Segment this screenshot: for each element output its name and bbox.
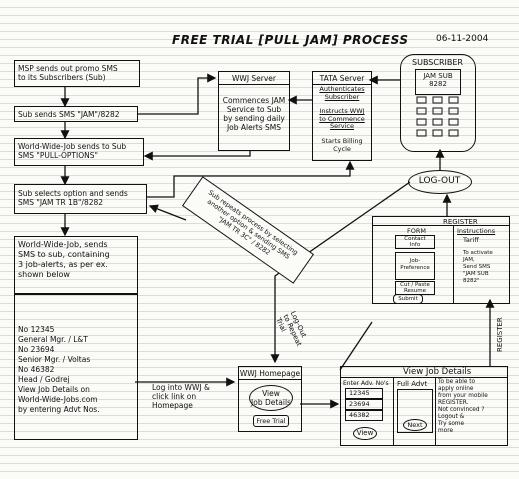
phone-keypad-icon bbox=[416, 96, 459, 137]
phone-screen-text: JAM SUB 8282 bbox=[423, 72, 453, 88]
arrow-view-logout bbox=[339, 321, 373, 371]
wwj-server-body: Commences JAM Service to Sub by sending … bbox=[222, 96, 286, 132]
job-preference-field[interactable]: Job- Preference bbox=[395, 252, 435, 280]
register-note: To be able to apply online from your mob… bbox=[438, 379, 488, 434]
flow-step-6-7: No 12345 General Mgr. / L&T No 23694 Sen… bbox=[14, 294, 138, 440]
view-job-details-window: View Job Details Enter Adv. No's 12345 2… bbox=[340, 366, 508, 446]
form-label: FORM bbox=[407, 227, 426, 235]
date-label: 06-11-2004 bbox=[436, 34, 489, 44]
flow-step-2: Sub sends SMS "JAM"/8282 bbox=[14, 106, 138, 122]
flow-step-4: Sub selects option and sends SMS "JAM TR… bbox=[14, 184, 147, 214]
arrow-logout-homepage bbox=[270, 181, 411, 364]
logout-label: LOG-OUT bbox=[418, 176, 461, 186]
flow-step-6-text: No 12345 General Mgr. / L&T No 23694 Sen… bbox=[18, 325, 91, 384]
tata-server-box: TATA Server Authenticates Subscriber Ins… bbox=[312, 71, 372, 161]
flow-step-1: MSP sends out promo SMS to its Subscribe… bbox=[14, 60, 140, 87]
arrow-step4-tata bbox=[147, 160, 355, 198]
free-trial-badge[interactable]: Free Trial bbox=[253, 415, 289, 427]
flow-step-3: World-Wide-Job sends to Sub SMS "PULL-OP… bbox=[14, 138, 144, 166]
view-job-details-link[interactable]: View Job Details bbox=[249, 385, 293, 411]
full-advt-label: Full Advt bbox=[397, 380, 428, 388]
subscriber-title: SUBSCRIBER bbox=[412, 58, 463, 67]
arrow-wwj-step3 bbox=[143, 150, 251, 161]
logout-oval[interactable]: LOG-OUT bbox=[408, 170, 472, 194]
advt-no-field-1[interactable]: 12345 bbox=[345, 388, 383, 399]
flow-step-1-text: MSP sends out promo SMS to its Subscribe… bbox=[18, 64, 118, 82]
subscriber-phone: SUBSCRIBER JAM SUB 8282 bbox=[400, 54, 476, 152]
phone-screen: JAM SUB 8282 bbox=[415, 69, 461, 95]
tariff-label: Tariff bbox=[463, 236, 479, 244]
instructions-label: Instructions bbox=[457, 227, 496, 235]
flow-step-3-text: World-Wide-Job sends to Sub SMS "PULL-OP… bbox=[18, 142, 127, 160]
resume-field[interactable]: Cut / Paste Resume bbox=[395, 281, 435, 295]
flow-step-2-text: Sub sends SMS "JAM"/8282 bbox=[18, 110, 120, 119]
homepage-title: WWJ Homepage bbox=[239, 369, 301, 378]
next-button[interactable]: Next bbox=[403, 419, 427, 431]
register-panel: REGISTER FORM Contact Info Job- Preferen… bbox=[372, 216, 510, 304]
wwj-server-box: WWJ Server Commences JAM Service to Sub … bbox=[218, 71, 290, 151]
flow-step-5: World-Wide-Job, sends SMS to sub, contai… bbox=[14, 236, 138, 294]
wwj-server-title: WWJ Server bbox=[231, 74, 277, 83]
submit-button[interactable]: Submit bbox=[393, 294, 423, 304]
arrow-diagonal-step4 bbox=[148, 204, 187, 221]
enter-advt-label: Enter Adv. No's bbox=[343, 380, 389, 387]
contact-info-field[interactable]: Contact Info bbox=[395, 235, 435, 249]
flow-step-4-text: Sub selects option and sends SMS "JAM TR… bbox=[18, 189, 128, 207]
flow-step-5-text: World-Wide-Job, sends SMS to sub, contai… bbox=[18, 240, 110, 279]
login-instruction: Log into WWJ & click link on Homepage bbox=[152, 383, 210, 410]
arrow-step2-wwj bbox=[138, 73, 217, 115]
view-button[interactable]: View bbox=[353, 427, 377, 440]
full-advt-pane bbox=[397, 389, 433, 433]
view-details-title: View Job Details bbox=[403, 367, 472, 377]
advt-no-field-2[interactable]: 23694 bbox=[345, 399, 383, 410]
tata-step-instruct: Instructs WWJ to Commence Service bbox=[319, 107, 365, 130]
tata-server-title: TATA Server bbox=[319, 74, 365, 83]
activate-instructions: To activate JAM, Send SMS "JAM SUB 8282" bbox=[463, 250, 493, 284]
register-vertical-label: REGISTER bbox=[496, 317, 504, 352]
flow-step-7-text: View Job Details on World-Wide-Jobs.com … bbox=[18, 385, 100, 414]
page-title: FREE TRIAL [PULL JAM] PROCESS bbox=[172, 33, 409, 47]
tata-step-authenticate: Authenticates Subscriber bbox=[319, 85, 365, 101]
wwj-homepage-box: WWJ Homepage View Job Details Free Trial bbox=[238, 366, 302, 432]
tata-step-billing: Starts Billing Cycle bbox=[321, 137, 363, 153]
advt-no-field-3[interactable]: 46382 bbox=[345, 410, 383, 421]
register-title: REGISTER bbox=[443, 218, 478, 226]
